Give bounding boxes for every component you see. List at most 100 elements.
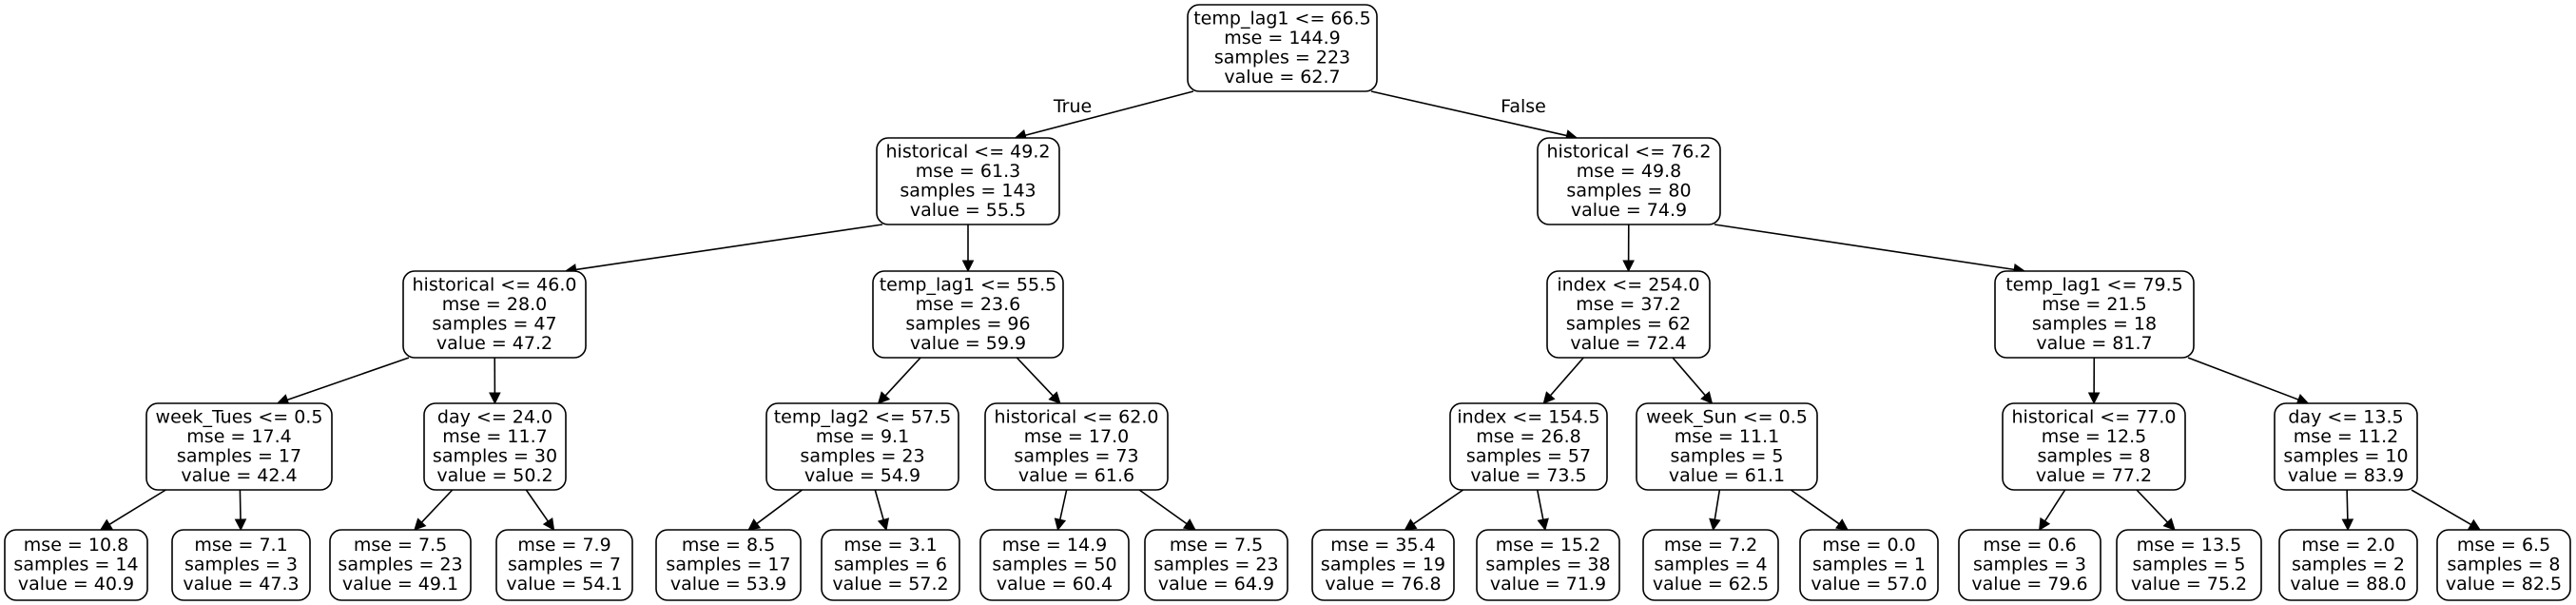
tree-edge bbox=[1714, 489, 1721, 520]
node-line: value = 72.4 bbox=[1570, 333, 1686, 354]
node-box bbox=[329, 529, 472, 601]
node-line: value = 75.2 bbox=[2131, 574, 2247, 595]
node-line: samples = 18 bbox=[2032, 313, 2157, 334]
node-line: mse = 7.1 bbox=[194, 535, 287, 556]
node-box bbox=[2116, 529, 2262, 601]
node-line: mse = 23.6 bbox=[916, 294, 1020, 315]
edge-arrowhead bbox=[1182, 518, 1196, 531]
node-line: mse = 61.3 bbox=[916, 161, 1020, 182]
node-line: historical <= 76.2 bbox=[1547, 141, 1712, 162]
node-line: samples = 17 bbox=[177, 445, 301, 466]
node-line: value = 71.9 bbox=[1490, 574, 1606, 595]
node-line: value = 81.7 bbox=[2036, 333, 2152, 354]
node-line: samples = 23 bbox=[800, 445, 924, 466]
edge-arrowhead bbox=[489, 392, 501, 405]
edge-arrowhead bbox=[2087, 392, 2101, 405]
node-line: mse = 14.9 bbox=[1002, 535, 1107, 556]
node-line: temp_lag1 <= 55.5 bbox=[880, 274, 1057, 295]
node-line: day <= 24.0 bbox=[437, 406, 552, 427]
tree-edge bbox=[1370, 90, 1567, 137]
node-line: mse = 0.6 bbox=[1983, 535, 2076, 556]
node-line: samples = 143 bbox=[900, 180, 1036, 201]
node-line: mse = 15.2 bbox=[1496, 535, 1600, 556]
edge-label-true: True bbox=[1053, 96, 1092, 117]
node-box bbox=[1546, 270, 1711, 359]
node-line: value = 62.7 bbox=[1224, 67, 1340, 88]
node-line: samples = 30 bbox=[433, 445, 557, 466]
node-line: value = 42.4 bbox=[181, 465, 297, 486]
node-line: value = 62.5 bbox=[1653, 574, 1769, 595]
edge-arrowhead bbox=[877, 517, 890, 532]
node-box bbox=[495, 529, 633, 601]
node-box bbox=[1537, 137, 1721, 225]
tree-edge bbox=[525, 489, 549, 522]
node-line: value = 61.1 bbox=[1669, 465, 1785, 486]
edge-arrowhead bbox=[99, 518, 113, 531]
tree-edge bbox=[108, 489, 166, 525]
node-box bbox=[1449, 402, 1608, 491]
node-line: mse = 49.8 bbox=[1577, 161, 1681, 182]
node-line: value = 77.2 bbox=[2036, 465, 2152, 486]
tree-edge bbox=[2187, 357, 2299, 400]
node-box bbox=[2436, 529, 2571, 601]
node-box bbox=[765, 402, 959, 491]
node-line: value = 50.2 bbox=[436, 465, 552, 486]
tree-edge bbox=[1016, 357, 1054, 397]
node-line: temp_lag1 <= 79.5 bbox=[2005, 274, 2183, 295]
node-line: samples = 5 bbox=[1670, 445, 1783, 466]
edge-arrowhead bbox=[234, 518, 247, 532]
node-line: week_Tues <= 0.5 bbox=[156, 406, 323, 427]
node-line: samples = 7 bbox=[508, 555, 621, 576]
node-line: samples = 62 bbox=[1566, 313, 1691, 334]
node-line: samples = 73 bbox=[1014, 445, 1138, 466]
edge-arrowhead bbox=[1048, 391, 1061, 404]
node-line: value = 40.9 bbox=[18, 574, 134, 595]
edge-arrowhead bbox=[747, 518, 762, 531]
edge-arrowhead bbox=[1622, 260, 1635, 273]
node-line: mse = 17.4 bbox=[186, 426, 291, 447]
edge-arrowhead bbox=[877, 391, 891, 404]
node-line: samples = 8 bbox=[2037, 445, 2150, 466]
node-line: samples = 80 bbox=[1566, 180, 1691, 201]
edge-arrowhead bbox=[1054, 517, 1067, 532]
tree-edge bbox=[286, 357, 410, 401]
edge-arrowhead bbox=[1835, 518, 1849, 531]
node-line: samples = 8 bbox=[2447, 555, 2560, 576]
node-line: value = 49.1 bbox=[342, 574, 458, 595]
node-line: samples = 3 bbox=[184, 555, 298, 576]
tree-edge bbox=[756, 489, 804, 525]
node-line: samples = 23 bbox=[1153, 555, 1278, 576]
node-line: mse = 11.2 bbox=[2294, 426, 2398, 447]
node-line: mse = 11.7 bbox=[442, 426, 547, 447]
node-line: index <= 154.5 bbox=[1457, 406, 1599, 427]
node-box bbox=[1799, 529, 1939, 601]
node-line: samples = 5 bbox=[2132, 555, 2245, 576]
node-box bbox=[2278, 529, 2418, 601]
node-box bbox=[2002, 402, 2186, 491]
node-line: samples = 3 bbox=[1973, 555, 2086, 576]
node-line: mse = 28.0 bbox=[442, 294, 547, 315]
node-line: day <= 13.5 bbox=[2288, 406, 2403, 427]
node-box bbox=[821, 529, 960, 601]
tree-edge bbox=[575, 224, 883, 271]
node-line: samples = 4 bbox=[1654, 555, 1767, 576]
tree-edge bbox=[420, 489, 454, 523]
node-line: value = 82.5 bbox=[2446, 574, 2562, 595]
node-line: temp_lag2 <= 57.5 bbox=[774, 406, 952, 427]
edge-arrowhead bbox=[961, 260, 975, 273]
